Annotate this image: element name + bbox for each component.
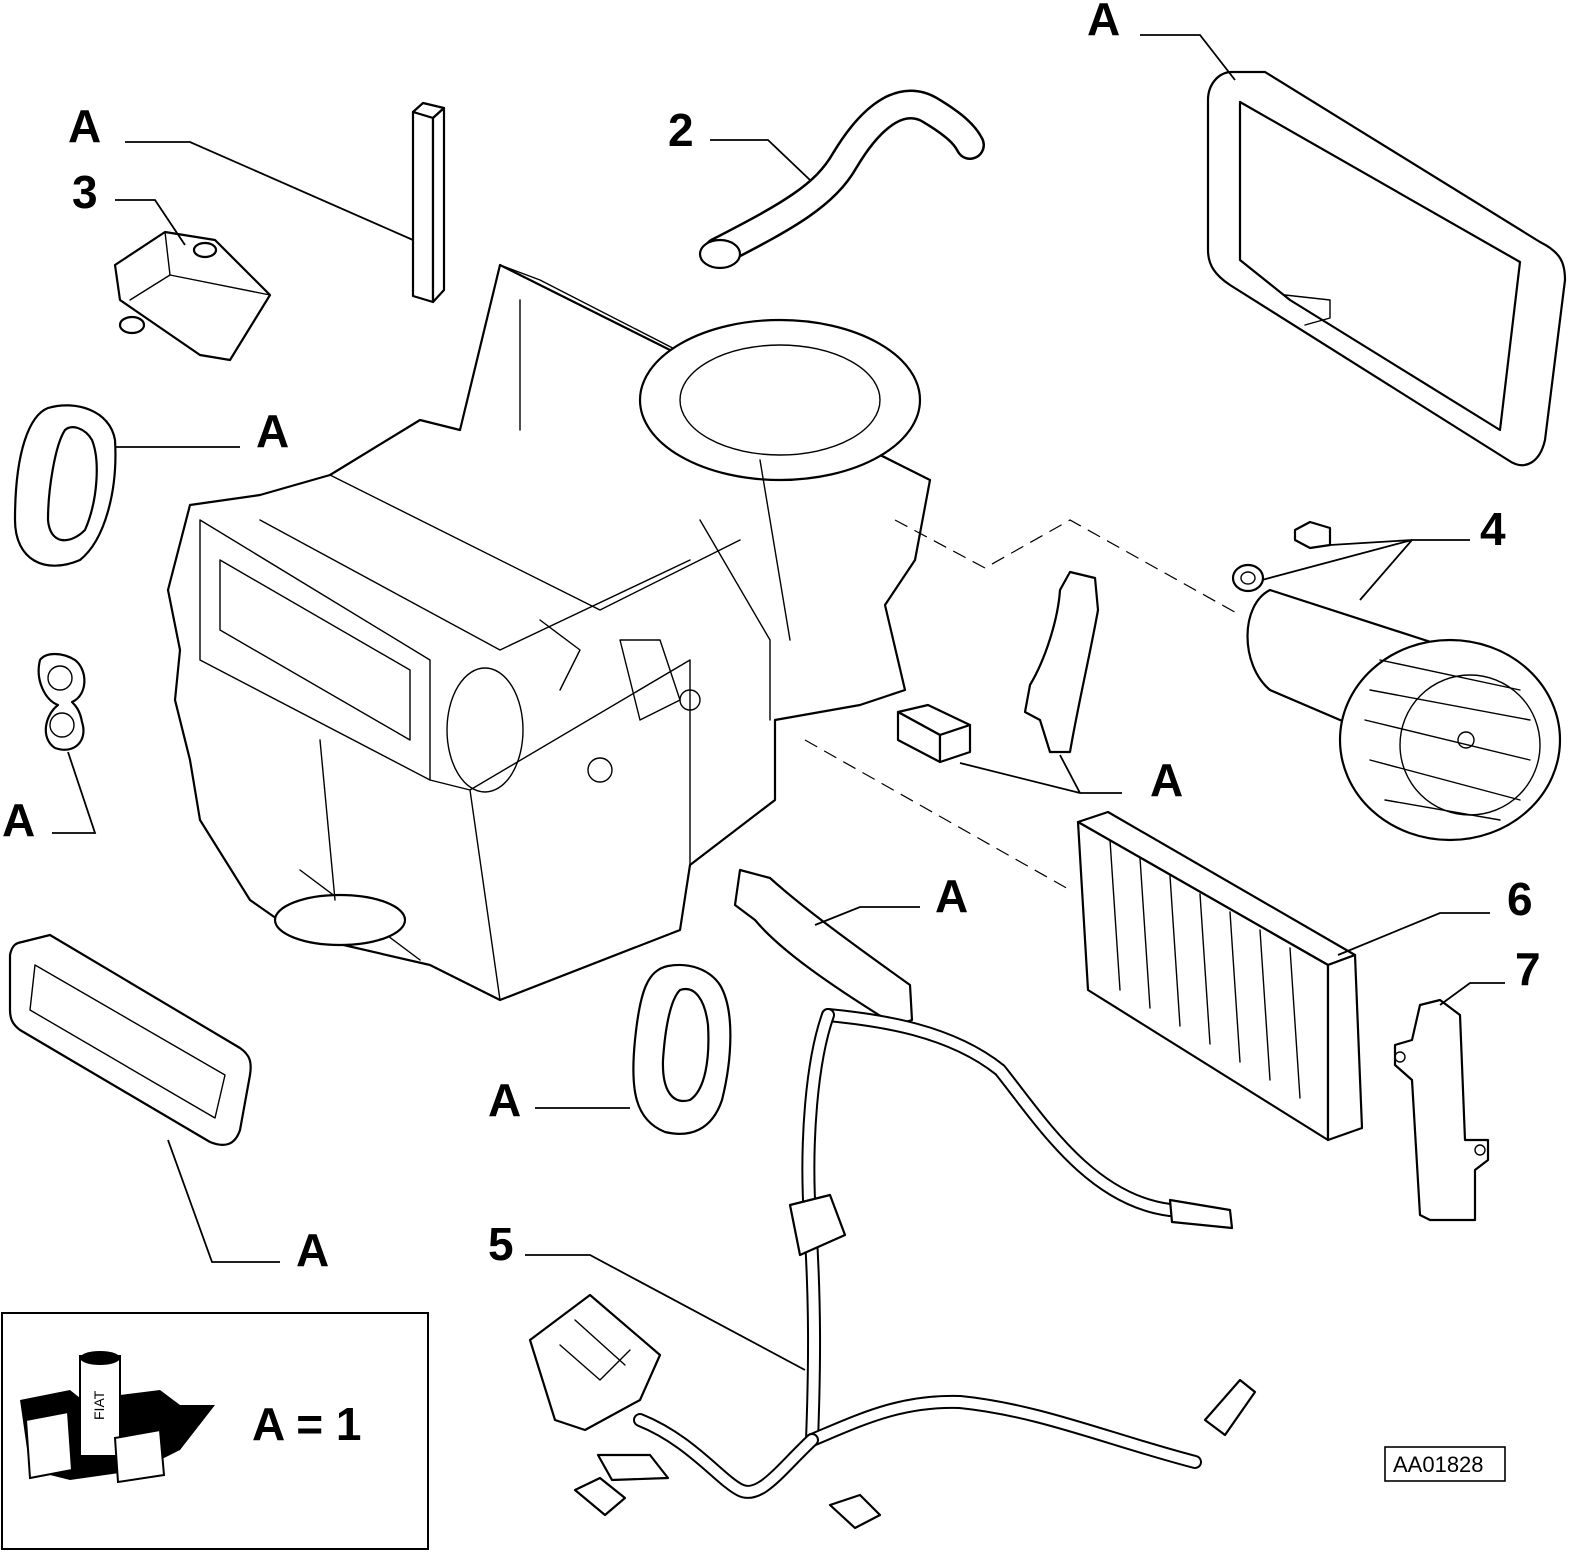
oval-seal-bottom <box>632 963 732 1135</box>
curved-strip-upper <box>1023 570 1100 754</box>
hvac-housing <box>166 263 932 1002</box>
callout-a-left-small: A <box>2 794 35 846</box>
gasket-figure-eight <box>37 652 86 751</box>
callout-5: 5 <box>488 1218 514 1270</box>
assembly-guide-lines <box>804 519 1241 891</box>
legend-box: FIAT A = 1 <box>1 1312 429 1550</box>
callout-6: 6 <box>1507 873 1533 925</box>
fiat-brand-label: FIAT <box>91 1390 107 1420</box>
wiring-harness-part-5 <box>528 1008 1257 1530</box>
cabin-filter-part-6 <box>1076 810 1364 1142</box>
callout-labels: A A 2 3 A 4 A A A 6 7 A A 5 <box>2 0 1541 1276</box>
bracket-part-7 <box>1393 998 1490 1222</box>
callout-a-bottom-left: A <box>296 1224 329 1276</box>
callout-a-bottom-seal: A <box>488 1074 521 1126</box>
callout-a-left-seal: A <box>256 405 289 457</box>
seal-strip-vertical <box>411 101 446 304</box>
oval-seal-left <box>13 404 117 567</box>
callout-a-center-bottom: A <box>935 870 968 922</box>
callout-2: 2 <box>668 104 694 156</box>
callout-7: 7 <box>1515 943 1541 995</box>
callout-a-top-left: A <box>68 100 101 152</box>
callout-a-center-right: A <box>1150 754 1183 806</box>
blower-motor-part-4 <box>1231 520 1562 842</box>
seal-frame-bottom-left <box>8 933 252 1146</box>
resistor-part-3 <box>113 230 272 362</box>
legend-equation: A = 1 <box>252 1398 362 1450</box>
callout-a-top-right: A <box>1087 0 1120 45</box>
hose-part-2 <box>698 89 985 270</box>
foam-block <box>896 703 972 764</box>
fiat-product-cans-icon: FIAT <box>20 1351 215 1484</box>
curved-strip-lower <box>733 868 914 1027</box>
seal-frame-top-right <box>1206 70 1567 467</box>
reference-code: AA01828 <box>1393 1452 1484 1477</box>
callout-4: 4 <box>1480 503 1506 555</box>
callout-3: 3 <box>72 166 98 218</box>
leader-lines <box>52 34 1505 1371</box>
reference-code-box: AA01828 <box>1384 1446 1506 1482</box>
